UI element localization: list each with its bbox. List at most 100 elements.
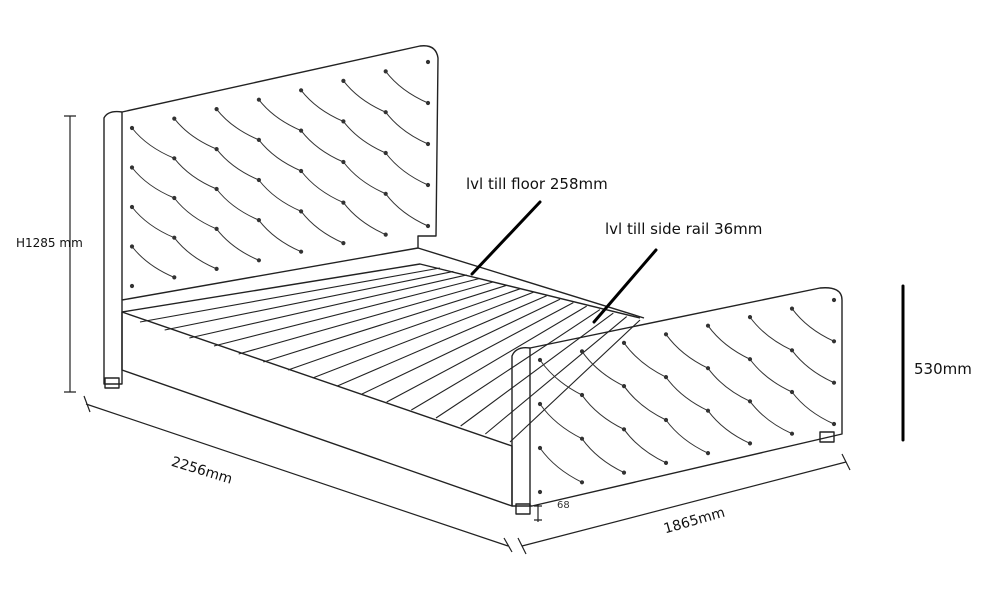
tuft-button — [341, 241, 346, 246]
tuft-seam — [173, 157, 217, 190]
tuft-seam — [665, 376, 709, 412]
slat — [287, 288, 521, 371]
tuft-seam — [343, 161, 386, 195]
tuft-seam — [343, 202, 386, 236]
tuft-seam — [539, 403, 583, 440]
tuft-seam — [385, 152, 429, 186]
rail-level-label: lvl till side rail 36mm — [605, 220, 763, 238]
floor-level-pointer — [470, 200, 542, 276]
tuft-button — [789, 431, 795, 436]
tuft-button — [256, 258, 261, 263]
tuft-button — [425, 141, 431, 147]
tuft-button — [214, 266, 219, 271]
tuft-button — [172, 275, 177, 280]
tuft-button — [425, 182, 431, 188]
tuft-seam — [300, 170, 344, 204]
tuft-seam — [131, 167, 175, 199]
tuft-seam — [300, 211, 344, 244]
tuft-seam — [258, 179, 302, 212]
tuft-button — [579, 480, 585, 485]
slat — [509, 319, 641, 443]
side-rail-near — [121, 311, 513, 507]
slat — [164, 270, 454, 331]
tuft-seam — [300, 89, 344, 122]
headboard-leg — [104, 377, 120, 389]
tuft-seam — [791, 308, 835, 342]
slat — [337, 295, 547, 387]
tuft-seam — [539, 447, 583, 483]
tuft-seam — [665, 419, 709, 454]
floor-level-label: lvl till floor 258mm — [466, 175, 608, 193]
tuft-button — [831, 380, 837, 385]
tuft-seam — [791, 391, 835, 425]
slat — [484, 316, 628, 435]
side-rail-far — [417, 247, 645, 319]
tuft-seam — [581, 351, 625, 387]
rail-level-pointer — [592, 248, 658, 324]
tuft-seam — [791, 349, 835, 384]
tuft-seam — [343, 121, 386, 154]
foot-height-label: 68 — [557, 500, 570, 511]
tuft-seam — [623, 385, 667, 421]
tuft-seam — [385, 193, 429, 227]
slat — [263, 284, 507, 363]
slat — [361, 298, 561, 395]
slat — [312, 291, 534, 379]
slat — [213, 277, 481, 347]
footboard-leg-left — [515, 503, 531, 515]
tuft-seam — [216, 108, 260, 141]
tuft-button — [383, 232, 388, 237]
footboard-leg-right — [819, 431, 835, 443]
tuft-seam — [623, 342, 667, 378]
footboard-height-label: 530mm — [914, 360, 972, 378]
tuft-seam — [131, 246, 175, 278]
length-dimension-line — [83, 395, 513, 553]
tuft-seam — [749, 358, 793, 393]
slat — [435, 309, 601, 419]
side-rail-top — [121, 263, 641, 319]
tuft-seam — [131, 206, 175, 239]
tuft-button — [425, 59, 431, 65]
slat — [411, 305, 587, 411]
tuft-seam — [258, 139, 302, 172]
tuft-seam — [131, 127, 175, 159]
slat — [189, 274, 467, 339]
slat — [386, 302, 574, 403]
height-label: H1285 mm — [16, 236, 83, 250]
tuft-seam — [258, 219, 302, 253]
tuft-seam — [707, 410, 751, 444]
tuft-seam — [216, 188, 260, 221]
tuft-seam — [623, 429, 667, 464]
tuft-seam — [258, 99, 302, 132]
tuft-button — [747, 441, 753, 446]
tuft-button — [129, 283, 135, 289]
tuft-seam — [581, 394, 625, 430]
foot-dimension-mark — [534, 504, 542, 522]
tuft-seam — [173, 197, 217, 230]
tuft-seam — [173, 118, 217, 150]
tuft-button — [831, 339, 837, 344]
height-dimension-line — [64, 115, 76, 393]
tuft-button — [621, 470, 627, 475]
tuft-seam — [665, 333, 709, 369]
slat — [238, 281, 494, 355]
bed-slats — [139, 267, 641, 443]
tuft-seam — [216, 148, 260, 181]
tuft-seam — [707, 325, 751, 360]
tuft-seam — [707, 367, 751, 402]
tuft-button — [425, 223, 431, 229]
tuft-seam — [385, 111, 429, 145]
tufted-upholstery — [129, 59, 837, 495]
tuft-seam — [749, 401, 793, 435]
tuft-seam — [343, 80, 386, 113]
slat — [460, 312, 614, 427]
tuft-seam — [385, 71, 429, 104]
tuft-button — [537, 489, 543, 495]
headboard — [103, 45, 439, 385]
footboard — [511, 287, 843, 507]
tuft-seam — [749, 316, 793, 351]
tuft-seam — [581, 438, 625, 474]
tuft-seam — [300, 130, 344, 163]
